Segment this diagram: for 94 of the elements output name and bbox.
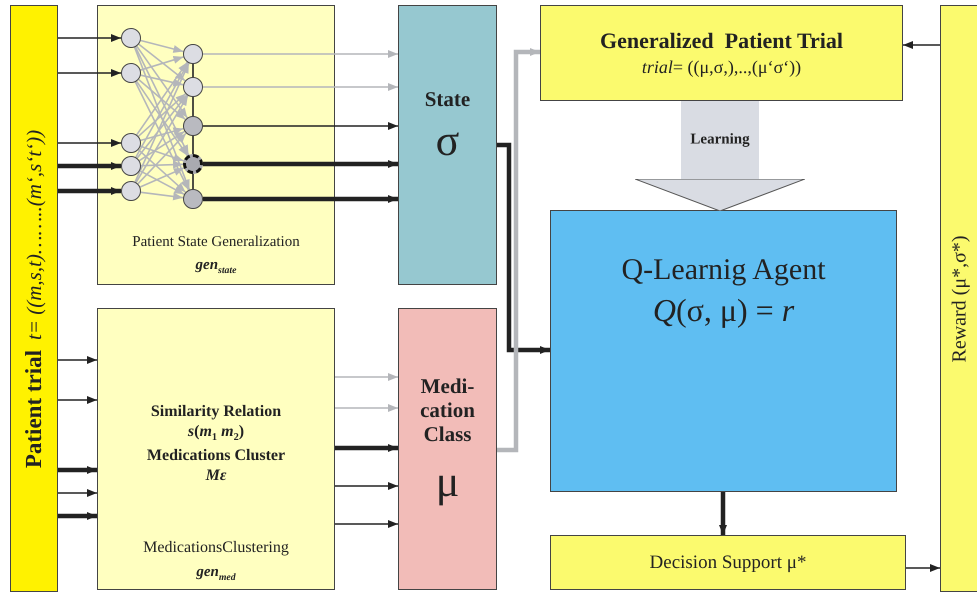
neuron-circle <box>183 44 203 64</box>
box-title: MedicationsClustering <box>143 539 289 558</box>
arrow <box>138 93 186 137</box>
symbol-label: μ <box>436 460 460 504</box>
box-title: State <box>424 86 470 112</box>
arrow <box>134 46 190 156</box>
arrow <box>335 520 398 528</box>
arrow <box>140 40 184 53</box>
formula-label: Q(σ, μ) = r <box>652 292 794 328</box>
connector-line <box>192 174 194 189</box>
box-text: Medications Cluster <box>146 446 286 465</box>
arrow <box>140 74 184 86</box>
neuron-circle <box>183 116 203 136</box>
neuron-circle <box>183 189 203 209</box>
neuron-circle <box>121 133 141 153</box>
arrow <box>497 142 550 354</box>
box-title: Patient State Generalization <box>132 234 300 251</box>
arrow <box>203 83 398 91</box>
function-label: gen$_{state}$ <box>196 256 236 276</box>
neuron-circle <box>183 154 203 174</box>
state-box <box>398 5 497 285</box>
neuron-circle <box>121 181 141 201</box>
arrow <box>203 122 398 130</box>
arrow <box>134 62 190 182</box>
arrow <box>497 48 540 452</box>
arrow <box>58 162 121 170</box>
formula-label: t= ((m,s,t)……..(m‘,s‘t‘)) <box>22 129 46 340</box>
arrow <box>335 482 398 490</box>
arrow <box>58 34 121 42</box>
arrow <box>136 94 188 159</box>
arrow <box>135 95 189 183</box>
arrow <box>138 44 186 82</box>
arrow <box>138 130 186 162</box>
output-box <box>550 535 906 590</box>
arrow <box>58 356 97 364</box>
arrow <box>335 404 398 412</box>
formula-label: Mε <box>206 466 226 486</box>
arrow <box>140 56 184 71</box>
arrow <box>903 41 940 49</box>
arrow <box>140 127 184 142</box>
neuron-circle <box>121 156 141 176</box>
arrow <box>134 47 190 190</box>
neuron-circle <box>121 63 141 83</box>
arrow <box>140 167 184 188</box>
arrow <box>335 373 398 381</box>
formula-label: trial= ((μ,σ,),..,(μ‘σ‘)) <box>642 57 802 78</box>
symbol-label: σ <box>436 119 460 164</box>
process-box <box>97 5 335 285</box>
arrow <box>140 160 184 169</box>
arrow <box>906 564 940 572</box>
arrow <box>58 187 121 195</box>
arrow <box>137 132 187 184</box>
arrow <box>140 145 184 162</box>
arrow <box>335 444 398 452</box>
class-box <box>398 308 497 590</box>
neuron-circle <box>121 28 141 48</box>
block-arrow <box>634 101 806 212</box>
arrow <box>136 80 188 156</box>
arrow <box>138 78 186 120</box>
bar-title: Reward (μ*,σ*) <box>948 234 972 362</box>
input-bar <box>10 5 58 592</box>
arrow <box>136 46 188 118</box>
box-title: Decision Support μ* <box>650 552 806 574</box>
arrow <box>203 50 398 58</box>
arrow <box>719 492 727 535</box>
arrow <box>135 62 189 158</box>
arrow <box>140 191 184 200</box>
arrow <box>58 139 121 147</box>
agent-box <box>550 210 897 492</box>
box-text: s(m$_{1}$ m$_{2}$) <box>188 423 244 445</box>
trial-box <box>540 5 903 101</box>
arrow <box>58 396 97 404</box>
arrow <box>58 489 97 497</box>
reward-bar <box>940 5 977 592</box>
arrow <box>138 149 186 193</box>
arrow <box>58 512 97 520</box>
box-text: Similarity Relation <box>150 403 282 422</box>
connector-line <box>192 136 194 154</box>
arrow <box>58 69 121 77</box>
arrow <box>139 170 185 195</box>
neuron-circle <box>183 77 203 97</box>
box-title: Q-Learnig Agent <box>621 253 826 288</box>
box-title: Medi- cation Class <box>419 374 476 446</box>
arrow <box>203 160 398 168</box>
arrow <box>203 195 398 203</box>
process-box <box>97 308 335 590</box>
arrow <box>134 82 190 190</box>
bar-title: Patient trial <box>20 350 47 468</box>
arrow <box>58 466 97 474</box>
function-label: gen$_{med}$ <box>196 564 236 583</box>
connector-line <box>192 97 194 116</box>
box-title: Generalized Patient Trial <box>600 28 843 54</box>
arrow <box>136 62 188 136</box>
connector-line <box>192 64 194 77</box>
